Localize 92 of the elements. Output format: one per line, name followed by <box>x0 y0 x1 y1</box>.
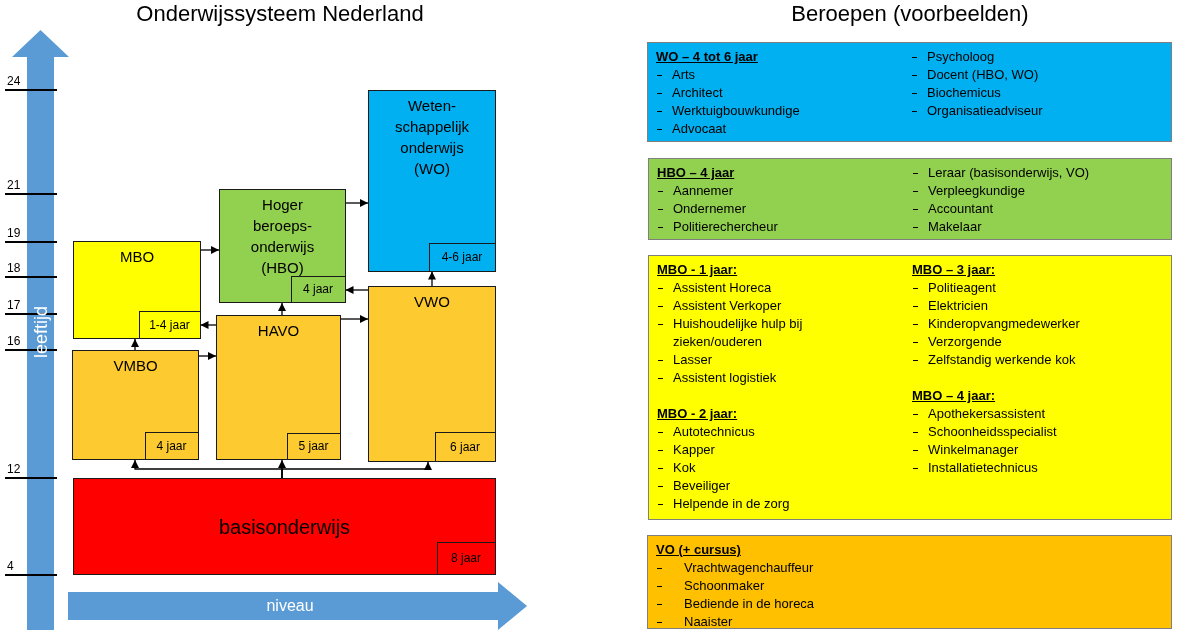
list-item: Kok <box>657 459 696 477</box>
level-box <box>216 315 341 460</box>
arrow <box>428 270 436 287</box>
list-heading: MBO - 1 jaar: <box>657 261 738 279</box>
list-item: Politieagent <box>912 279 996 297</box>
list-item: Apothekersassistent <box>912 405 1046 423</box>
list-item: Arts <box>656 66 696 84</box>
level-box <box>72 350 199 460</box>
arrow <box>278 302 286 316</box>
list-item: Biochemicus <box>911 84 1001 102</box>
tick-label: 21 <box>7 178 21 192</box>
list-heading: MBO – 3 jaar: <box>912 261 996 279</box>
list-item: Verzorgende <box>912 333 1002 351</box>
level-box <box>368 90 496 272</box>
arrow <box>198 352 217 360</box>
list-item: Assistent Horeca <box>657 279 772 297</box>
list-item: Winkelmanager <box>912 441 1019 459</box>
list-panel <box>648 255 1172 520</box>
arrow <box>344 286 369 294</box>
list-heading: MBO - 2 jaar: <box>657 405 738 423</box>
list-item: Bediende in de horeca <box>656 595 815 613</box>
box-label: VMBO <box>113 356 158 376</box>
list-heading: VO (+ cursus) <box>656 541 741 559</box>
level-box <box>73 478 496 575</box>
axis-label: niveau <box>266 596 314 616</box>
list-item: Accountant <box>912 200 994 218</box>
list-item: Docent (HBO, WO) <box>911 66 1039 84</box>
list-item: Assistent logistiek <box>657 369 777 387</box>
box-label: MBO <box>119 247 155 267</box>
list-item: Helpende in de zorg <box>657 495 790 513</box>
list-item: Installatietechnicus <box>912 459 1038 477</box>
list-item: Ondernemer <box>657 200 746 218</box>
duration-box: 5 jaar <box>286 432 341 460</box>
list-item: Huishoudelijke hulp bij zieken/ouderen <box>657 315 837 351</box>
list-item: Naaister <box>656 613 733 630</box>
arrow <box>131 338 139 351</box>
arrow <box>199 321 217 329</box>
list-panel <box>648 158 1172 240</box>
list-item: Autotechnicus <box>657 423 755 441</box>
duration-box: 6 jaar <box>434 431 496 462</box>
level-box <box>368 286 496 462</box>
list-item: Werktuigbouwkundige <box>656 102 800 120</box>
duration-box: 8 jaar <box>436 541 496 575</box>
list-item: Organisatieadviseur <box>911 102 1043 120</box>
box-label: VWO <box>414 292 450 312</box>
list-item: Lasser <box>657 351 713 369</box>
tick-label: 24 <box>7 74 21 88</box>
list-item: Psycholoog <box>911 48 995 66</box>
box-label: basisonderwijs <box>218 514 351 540</box>
box-label: HAVO <box>257 321 300 341</box>
list-item: Verpleegkundige <box>912 182 1025 200</box>
level-box <box>219 189 346 303</box>
list-item: Schoonheidsspecialist <box>912 423 1057 441</box>
list-heading: WO – 4 tot 6 jaar <box>656 48 758 66</box>
diagram-title: Onderwijssysteem Nederland <box>136 0 424 28</box>
tick-label: 18 <box>7 261 21 275</box>
list-item: Vrachtwagenchauffeur <box>656 559 814 577</box>
list-item: Elektricien <box>912 297 988 315</box>
list-item: Architect <box>656 84 723 102</box>
duration-box: 4 jaar <box>290 275 346 303</box>
arrow <box>345 199 369 207</box>
list-heading: HBO – 4 jaar <box>657 164 735 182</box>
list-item: Assistent Verkoper <box>657 297 782 315</box>
box-label: Hoger beroeps- onderwijs (HBO) <box>249 195 316 278</box>
list-item: Aannemer <box>657 182 733 200</box>
tick-label: 19 <box>7 226 21 240</box>
arrow <box>281 461 432 479</box>
section-heading: Beroepen (voorbeelden) <box>791 0 1029 28</box>
level-box <box>73 241 201 339</box>
box-label: Weten- schappelijk onderwijs (WO) <box>393 96 471 179</box>
list-item: Advocaat <box>656 120 727 138</box>
tick-label: 4 <box>7 559 14 573</box>
list-item: Kapper <box>657 441 715 459</box>
arrow <box>340 315 369 323</box>
list-item: Zelfstandig werkende kok <box>912 351 1076 369</box>
list-heading: MBO – 4 jaar: <box>912 387 996 405</box>
duration-box: 4-6 jaar <box>428 242 496 272</box>
list-item: Schoonmaker <box>656 577 765 595</box>
list-panel <box>647 42 1172 142</box>
duration-box: 4 jaar <box>144 431 199 460</box>
list-item: Kinderopvangmedewerker <box>912 315 1080 333</box>
list-item: Leraar (basisonderwijs, VO) <box>912 164 1090 182</box>
duration-box: 1-4 jaar <box>138 310 201 339</box>
tick-label: 16 <box>7 334 21 348</box>
list-item: Makelaar <box>912 218 982 236</box>
list-item: Politierechercheur <box>657 218 778 236</box>
tick-label: 17 <box>7 298 21 312</box>
list-item: Beveiliger <box>657 477 731 495</box>
list-panel <box>647 535 1172 629</box>
axis-label: leeftijd <box>30 306 51 359</box>
tick-label: 12 <box>7 462 21 476</box>
arrow <box>200 246 220 254</box>
